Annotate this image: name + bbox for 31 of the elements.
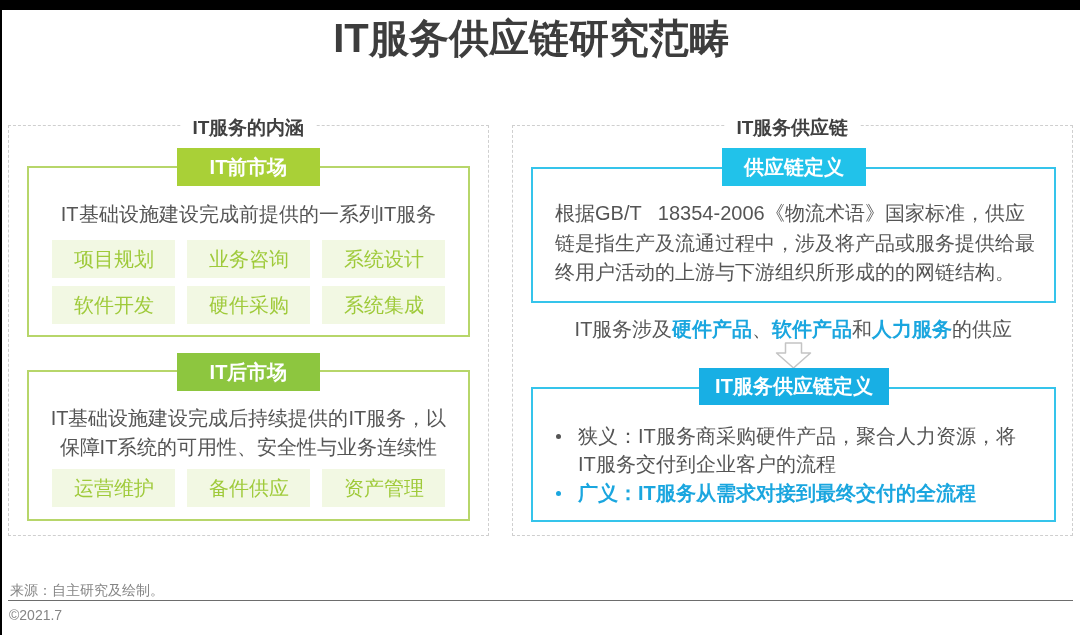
bullet-text: 狭义：IT服务商采购硬件产品，聚合人力资源，将IT服务交付到企业客户的流程: [578, 424, 1017, 477]
copyright-text: ©2021.7: [9, 606, 63, 624]
section-box: [531, 368, 1056, 522]
header-tab: 供应链定义: [722, 148, 866, 186]
source-note: 来源：自主研究及绘制。: [10, 581, 164, 599]
panel-heading: IT服务供应链: [724, 117, 861, 139]
description-text: IT基础设施建设完成前提供的一系列IT服务: [60, 202, 437, 227]
service-tile: 运营维护: [52, 469, 175, 507]
description-text: 根据GB/T 18354-2006《物流术语》国家标准，供应链是指生产及流通过程中，涉及将产品或服务提供给最终用户活动的上游与下游组织所形成的的网链结构。: [555, 201, 1036, 285]
note-text: IT服务涉及硬件产品、软件产品和人力服务的供应: [574, 315, 1013, 343]
section-box: [531, 148, 1056, 303]
header-tab: IT前市场: [177, 148, 320, 186]
header-tab: IT服务供应链定义: [699, 368, 889, 405]
header-tab: IT后市场: [177, 353, 320, 391]
page-title: IT服务供应链研究范畴: [333, 15, 729, 61]
section-box: [27, 148, 470, 337]
service-tile: 硬件采购: [187, 286, 310, 324]
dashed-panel: [8, 116, 489, 536]
description-text: IT基础设施建设完成后持续提供的IT服务，以保障IT系统的可用性、安全性与业务连续性: [49, 405, 448, 460]
dashed-panel: [512, 116, 1073, 536]
hollow-arrow: [775, 342, 812, 369]
service-tile: 软件开发: [52, 286, 175, 324]
service-tile: 系统集成: [322, 286, 445, 324]
service-tile: 系统设计: [322, 240, 445, 278]
section-box: [27, 353, 470, 521]
service-tile: 项目规划: [52, 240, 175, 278]
bullet-text: 广义：IT服务从需求对接到最终交付的全流程: [578, 481, 977, 506]
service-tile: 备件供应: [187, 469, 310, 507]
panel-heading: IT服务的内涵: [180, 117, 317, 139]
service-tile: 资产管理: [322, 469, 445, 507]
service-tile: 业务咨询: [187, 240, 310, 278]
